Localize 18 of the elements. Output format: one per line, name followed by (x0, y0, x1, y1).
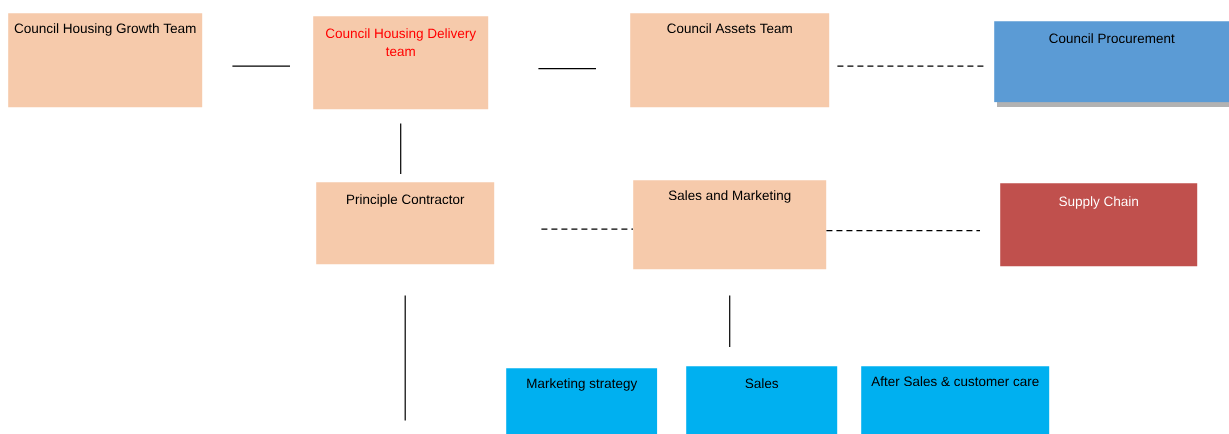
org-box: After Sales & customer care (861, 366, 1050, 434)
connector-line (825, 230, 981, 232)
org-box: Marketing strategy (506, 368, 658, 434)
connector-line (231, 65, 291, 67)
org-box: Supply Chain (1000, 183, 1198, 267)
org-box: Principle Contractor (316, 182, 495, 265)
connector-line (404, 294, 406, 421)
org-box: Sales (686, 366, 838, 434)
org-box: Council Housing Delivery team (313, 16, 489, 110)
org-box: Council Assets Team (630, 13, 830, 108)
org-box: Sales and Marketing (633, 180, 827, 270)
connector-line (729, 294, 731, 348)
org-box: Council Housing Growth Team (8, 13, 203, 108)
connector-line (400, 122, 402, 175)
org-box: Council Procurement (994, 21, 1229, 107)
connector-line (540, 228, 634, 230)
connector-line (836, 65, 986, 67)
connector-line (537, 68, 597, 70)
